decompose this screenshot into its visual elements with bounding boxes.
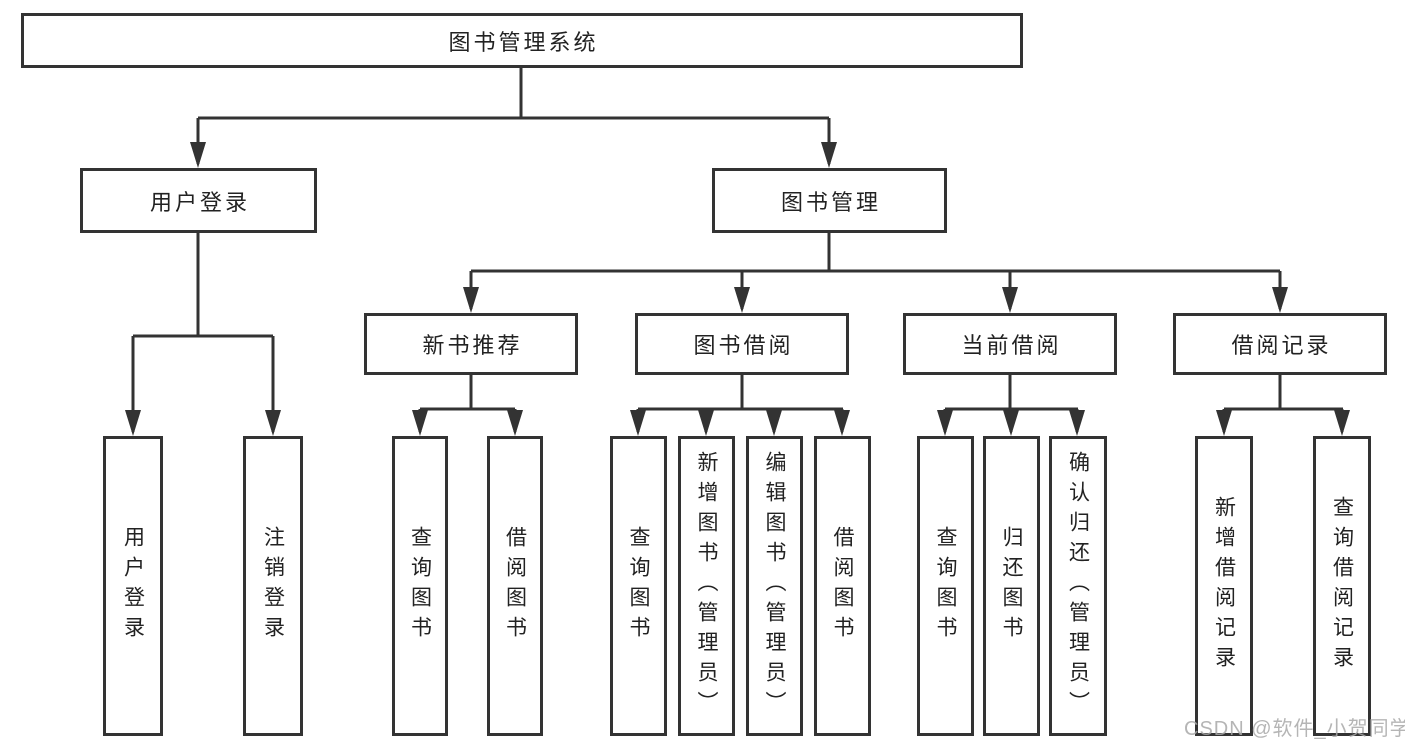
leaf-borrow-edit-books-admin: 编辑图书（管理员） bbox=[746, 436, 803, 736]
node-label: 用户登录 bbox=[149, 189, 250, 215]
node-book-borrowing: 图书借阅 bbox=[635, 313, 849, 375]
node-label: 图书借阅 bbox=[693, 333, 794, 358]
leaf-borrow-borrow-books: 借阅图书 bbox=[814, 436, 871, 736]
node-label: 查询图书 bbox=[934, 526, 957, 646]
node-label: 新增借阅记录 bbox=[1212, 496, 1236, 676]
node-label: 新增图书（管理员） bbox=[695, 451, 718, 721]
leaf-borrow-query-books: 查询图书 bbox=[610, 436, 667, 736]
node-label: 归还图书 bbox=[1000, 526, 1023, 646]
node-label: 用户登录 bbox=[121, 526, 145, 646]
leaf-current-confirm-return-admin: 确认归还（管理员） bbox=[1049, 436, 1107, 736]
node-label: 确认归还（管理员） bbox=[1066, 451, 1090, 721]
node-label: 当前借阅 bbox=[961, 333, 1062, 358]
watermark: CSDN @软件_小贺同学 bbox=[1184, 718, 1405, 740]
arrow-down-icons bbox=[125, 142, 1350, 436]
node-user-login: 用户登录 bbox=[80, 168, 317, 233]
node-label: 新书推荐 bbox=[422, 333, 523, 358]
node-label: 查询图书 bbox=[408, 526, 432, 646]
node-label: 查询借阅记录 bbox=[1330, 496, 1354, 676]
leaf-borrow-add-books-admin: 新增图书（管理员） bbox=[678, 436, 735, 736]
leaf-recommend-borrow-books: 借阅图书 bbox=[487, 436, 543, 736]
node-book-management: 图书管理 bbox=[712, 168, 947, 233]
node-root-library-system: 图书管理系统 bbox=[21, 13, 1023, 68]
node-new-book-recommend: 新书推荐 bbox=[364, 313, 578, 375]
connector-paths bbox=[131, 68, 1344, 432]
leaf-records-query-record: 查询借阅记录 bbox=[1313, 436, 1371, 736]
node-label: 编辑图书（管理员） bbox=[763, 451, 786, 721]
node-label: 图书管理 bbox=[780, 189, 881, 215]
node-label: 图书管理系统 bbox=[448, 29, 599, 55]
leaf-current-query-books: 查询图书 bbox=[917, 436, 974, 736]
leaf-user-login: 用户登录 bbox=[103, 436, 163, 736]
node-current-borrowing: 当前借阅 bbox=[903, 313, 1117, 375]
node-label: 借阅图书 bbox=[831, 526, 854, 646]
leaf-records-add-record: 新增借阅记录 bbox=[1195, 436, 1253, 736]
node-label: 借阅记录 bbox=[1231, 333, 1332, 358]
node-label: 注销登录 bbox=[261, 526, 285, 646]
leaf-current-return-books: 归还图书 bbox=[983, 436, 1040, 736]
node-label: 借阅图书 bbox=[503, 526, 527, 646]
leaf-recommend-query-books: 查询图书 bbox=[392, 436, 448, 736]
node-borrowing-records: 借阅记录 bbox=[1173, 313, 1387, 375]
node-label: 查询图书 bbox=[627, 526, 650, 646]
leaf-logout: 注销登录 bbox=[243, 436, 303, 736]
